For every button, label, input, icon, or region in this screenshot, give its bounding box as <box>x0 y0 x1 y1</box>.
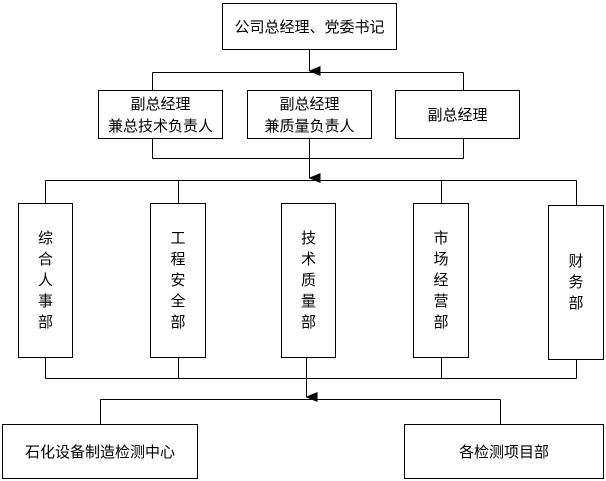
dept-char: 量 <box>300 292 316 310</box>
testing-center-box: 石化设备制造检测中心 <box>2 424 198 479</box>
deputy-title: 副总经理 <box>130 94 191 113</box>
dept-char: 程 <box>170 250 186 268</box>
dept-char: 营 <box>433 292 449 310</box>
ceo-box: 公司总经理、党委书记 <box>222 3 397 50</box>
dept-char: 部 <box>37 313 53 331</box>
ceo-label: 公司总经理、党委书记 <box>234 17 385 36</box>
dept-char: 工 <box>170 229 186 247</box>
dept-box-technical-quality: 技 术 质 量 部 <box>281 203 336 358</box>
dept-char: 部 <box>170 313 186 331</box>
deputy-box-general: 副总经理 <box>395 90 520 139</box>
dept-char: 事 <box>37 292 53 310</box>
dept-char: 质 <box>300 271 316 289</box>
dept-char: 全 <box>170 292 186 310</box>
dept-char: 安 <box>170 271 186 289</box>
deputy-box-technical: 副总经理 兼总技术负责人 <box>98 90 223 139</box>
dept-char: 人 <box>37 271 53 289</box>
dept-char: 术 <box>300 250 316 268</box>
dept-char: 合 <box>37 250 53 268</box>
dept-box-finance: 财 务 部 <box>548 205 604 360</box>
dept-box-marketing: 市 场 经 营 部 <box>413 203 469 358</box>
dept-char: 场 <box>433 250 449 268</box>
dept-char: 技 <box>300 229 316 247</box>
dept-char: 财 <box>568 252 584 270</box>
dept-char: 综 <box>37 229 53 247</box>
project-departments-box: 各检测项目部 <box>404 424 604 479</box>
deputy-title: 副总经理 <box>279 94 340 113</box>
dept-box-engineering-safety: 工 程 安 全 部 <box>150 203 206 358</box>
testing-center-label: 石化设备制造检测中心 <box>24 442 175 461</box>
dept-char: 市 <box>433 229 449 247</box>
dept-char: 部 <box>433 313 449 331</box>
deputy-box-quality: 副总经理 兼质量负责人 <box>247 90 372 139</box>
deputy-subtitle: 兼质量负责人 <box>264 116 355 135</box>
deputy-title: 副总经理 <box>427 105 488 124</box>
dept-char: 部 <box>568 294 584 312</box>
dept-char: 部 <box>300 313 316 331</box>
dept-box-hr: 综 合 人 事 部 <box>18 203 73 358</box>
dept-char: 务 <box>568 273 584 291</box>
deputy-subtitle: 兼总技术负责人 <box>107 116 213 135</box>
dept-char: 经 <box>433 271 449 289</box>
project-departments-label: 各检测项目部 <box>458 442 549 461</box>
